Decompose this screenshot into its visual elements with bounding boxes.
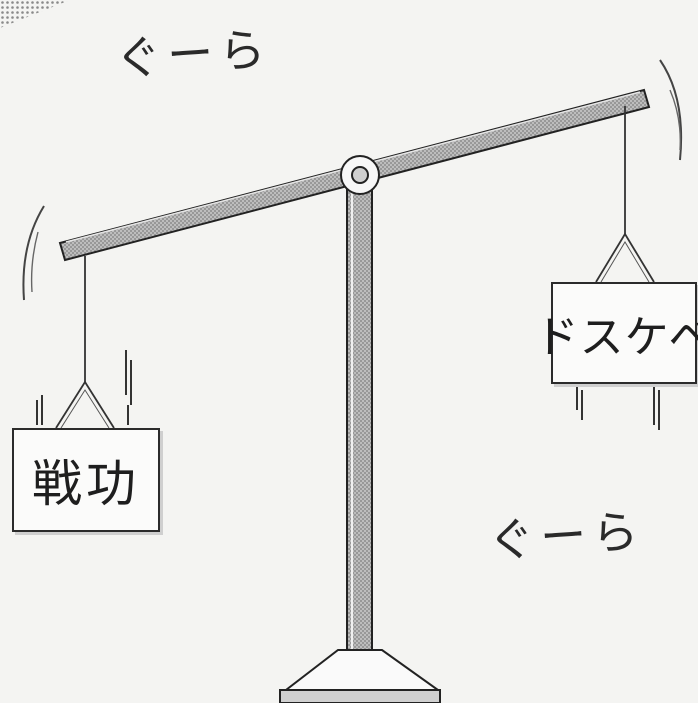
shake-lines-right <box>577 385 659 430</box>
scale-base-plate <box>280 690 440 703</box>
sign-right-lewd: ドスケベ <box>551 282 697 384</box>
swing-line-right-inner <box>670 90 680 150</box>
sign-right-label: ドスケベ <box>535 301 698 365</box>
corner-screentone <box>0 0 70 28</box>
sound-effect-top: ぐーら <box>113 13 273 90</box>
scale-pole <box>347 188 372 653</box>
swing-line-right-outer <box>660 60 681 160</box>
sound-effect-bottom: ぐーら <box>486 495 646 572</box>
left-hanger <box>56 382 114 428</box>
scale-base <box>286 650 438 690</box>
sign-left-merit: 戦功 <box>12 428 160 532</box>
swing-line-left-inner <box>32 232 38 292</box>
shake-lines-left <box>37 350 131 425</box>
sign-left-label: 戦功 <box>32 444 140 516</box>
